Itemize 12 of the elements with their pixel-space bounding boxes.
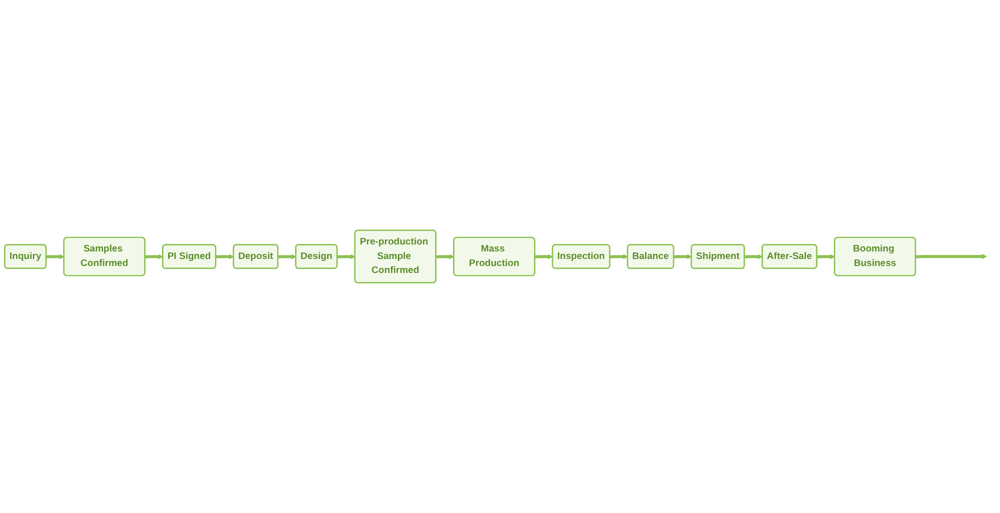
arrow [46,254,64,260]
arrow [916,254,988,260]
arrow [145,254,164,260]
arrow [816,254,836,260]
arrow [216,254,234,260]
arrow [278,254,296,260]
arrow [744,254,763,260]
arrow [337,254,356,260]
arrow [436,254,454,260]
arrow [534,254,554,260]
arrow [610,254,628,260]
arrow [674,254,692,260]
